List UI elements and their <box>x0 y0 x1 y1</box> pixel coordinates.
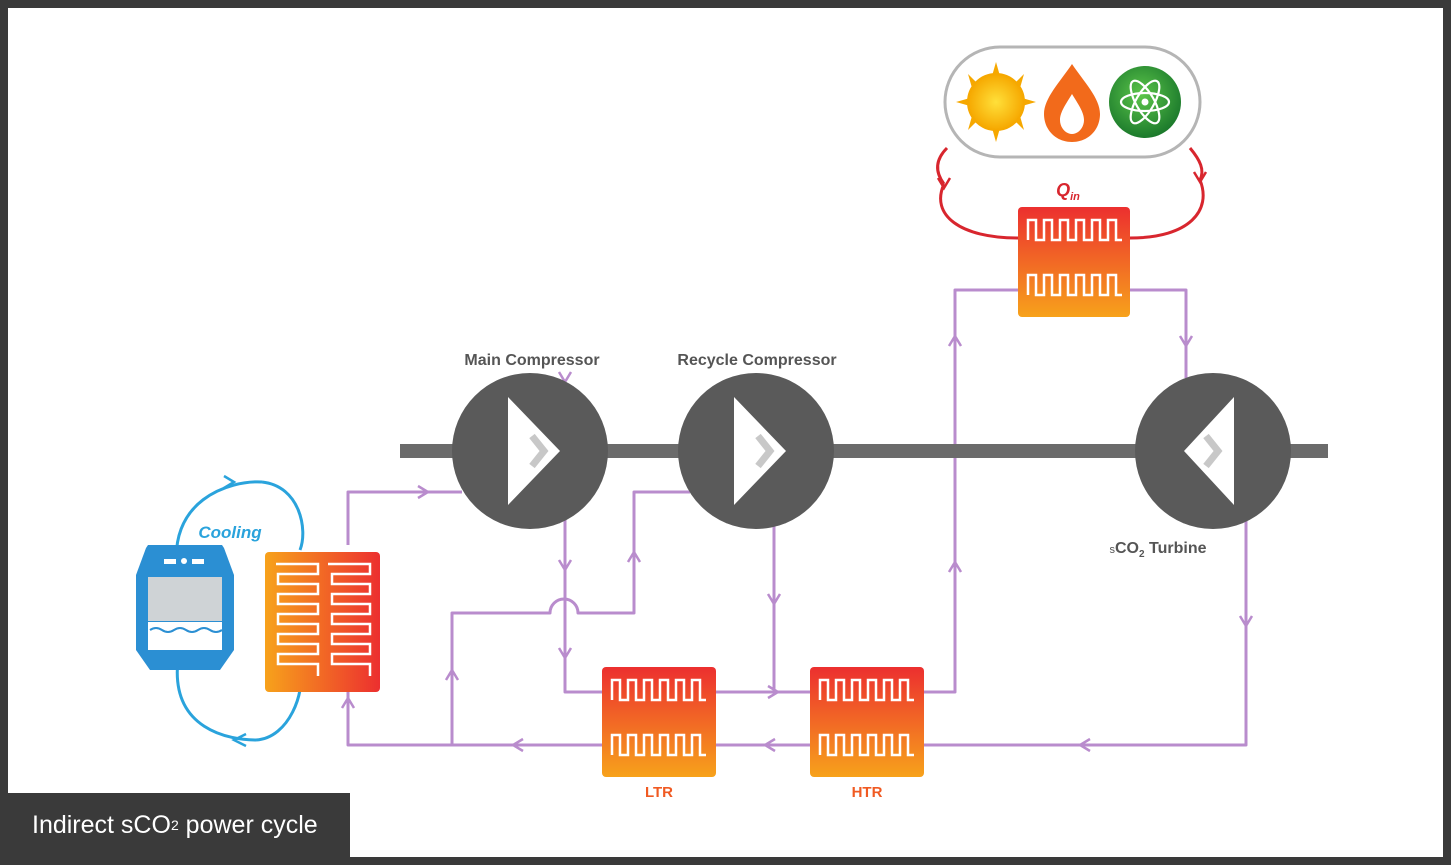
main-compressor-arrow-icon <box>508 397 560 505</box>
recycle-split-pipe <box>450 490 690 745</box>
ltr-label: LTR <box>645 784 673 801</box>
turbine-expander-icon <box>1184 397 1234 505</box>
sco2-turbine <box>1135 373 1291 529</box>
primary-heater-exchanger <box>1018 207 1130 317</box>
low-pressure-return-pipe <box>346 520 1248 747</box>
caption-text-suffix: power cycle <box>178 810 318 839</box>
cooler-heat-exchanger <box>265 552 380 692</box>
htr-heat-exchanger <box>810 667 924 777</box>
main-compressor <box>452 373 608 529</box>
recycle-compressor-label: Recycle Compressor <box>677 352 836 369</box>
caption-text-prefix: Indirect sCO <box>32 810 171 839</box>
cooling-tower-icon <box>136 545 234 670</box>
sun-icon <box>956 62 1036 142</box>
caption-subscript: 2 <box>170 817 179 833</box>
cooler-to-main-compressor-pipe <box>346 490 462 545</box>
flame-icon <box>1044 64 1100 142</box>
recycle-compressor <box>678 373 834 529</box>
ltr-heat-exchanger <box>602 667 716 777</box>
q-in-label: Qin <box>1056 180 1080 203</box>
recycle-compressor-arrow-icon <box>734 397 786 505</box>
heater-to-turbine-pipe <box>1130 288 1188 378</box>
heat-input-loop <box>936 146 1208 240</box>
main-compressor-label: Main Compressor <box>464 352 599 369</box>
htr-to-heater-pipe <box>922 288 1018 694</box>
htr-label: HTR <box>852 784 883 801</box>
atom-icon <box>1109 66 1181 138</box>
cooling-label: Cooling <box>198 523 262 542</box>
shaft <box>400 444 1328 458</box>
turbine-label: sCO2 Turbine <box>1110 540 1207 560</box>
